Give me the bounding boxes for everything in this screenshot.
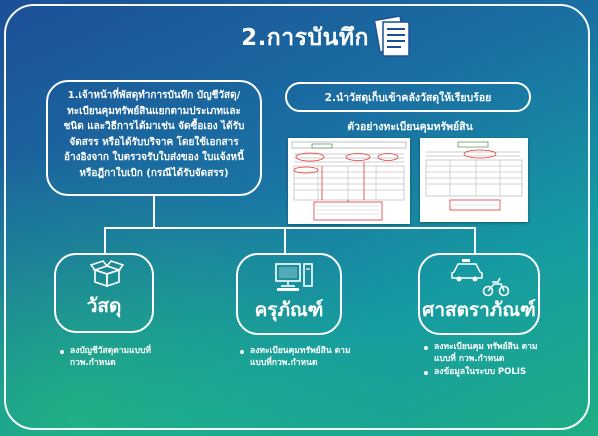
bullet-item: ลงทะเบียนคุม ทรัพย์สิน ตามแบบที่ กวพ.กำห… <box>424 342 548 365</box>
register-example-thumbnail-1 <box>288 138 410 224</box>
document-icon <box>375 15 410 57</box>
computer-icon <box>275 263 313 291</box>
bullets-equipment: ลงทะเบียนคุมทรัพย์สิน ตามแบบที่กวพ.กำหนด <box>240 346 360 369</box>
bullet-item: ลงทะเบียนคุมทรัพย์สิน ตามแบบที่กวพ.กำหนด <box>240 346 360 369</box>
vehicle-icon <box>451 259 510 297</box>
bullets-material: ลงบัญชีวัสดุตามแบบที่ กวพ.กำหนด <box>60 346 170 369</box>
category-label-equipment: ครุภัณฑ์ <box>254 299 324 321</box>
category-label-armament: ศาสตราภัณฑ์ <box>422 299 536 321</box>
bullet-item: ลงบัญชีวัสดุตามแบบที่ กวพ.กำหนด <box>60 346 170 369</box>
category-card-armament <box>418 253 540 335</box>
bullet-item: ลงข้อมูลในระบบ POLIS <box>424 367 548 379</box>
step-two-text: 2.นำวัสดุเก็บเข้าคลังวัสดุให้เรียบร้อย <box>324 91 492 104</box>
connector-left <box>104 227 106 253</box>
bullets-armament: ลงทะเบียนคุม ทรัพย์สิน ตามแบบที่ กวพ.กำห… <box>424 342 548 379</box>
slide-frame <box>4 4 590 430</box>
example-label: ตัวอย่างทะเบียนคุมทรัพย์สิน <box>347 121 473 133</box>
box-icon <box>90 260 124 288</box>
connector-right <box>474 227 476 253</box>
page-title: 2.การบันทึก <box>241 25 369 51</box>
register-example-thumbnail-2 <box>420 138 528 222</box>
category-label-material: วัสดุ <box>86 295 122 317</box>
connector-horizontal <box>104 227 476 229</box>
step-one-text: 1.เจ้าหน้าที่พัสดุทำการบันทึก บัญชีวัสดุ… <box>63 90 245 179</box>
step-one-box: 1.เจ้าหน้าที่พัสดุทำการบันทึก บัญชีวัสดุ… <box>46 80 262 196</box>
connector-trunk <box>153 196 155 228</box>
step-two-box: 2.นำวัสดุเก็บเข้าคลังวัสดุให้เรียบร้อย <box>285 82 531 112</box>
title-area: 2.การบันทึก <box>210 14 400 62</box>
category-card-material <box>54 253 154 333</box>
category-card-equipment <box>236 253 342 335</box>
connector-middle <box>284 227 286 253</box>
